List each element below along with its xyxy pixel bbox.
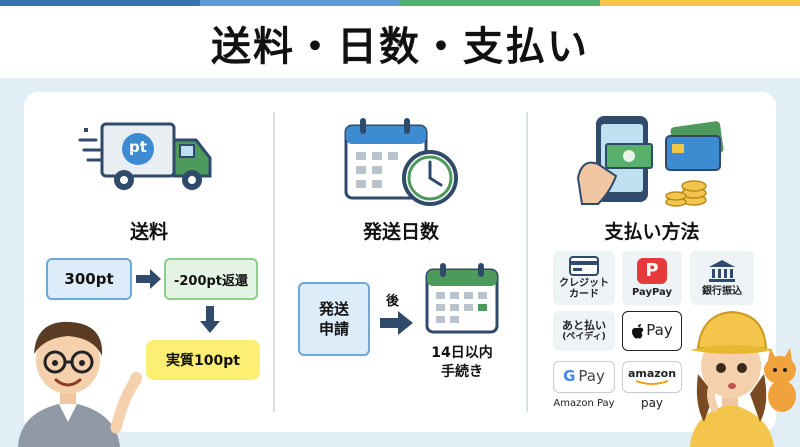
amazon-pay-sub-label: pay <box>640 396 664 410</box>
payment-google-pay[interactable]: G Pay <box>553 361 615 393</box>
payment-heading: 支払い方法 <box>604 221 700 243</box>
shipping-fee-box: 300pt <box>46 258 132 300</box>
request-line2: 申請 <box>318 320 349 338</box>
smartphone-payment-icon <box>576 116 724 207</box>
actual-cost-box: 実質100pt <box>146 340 260 380</box>
bank-icon <box>709 259 735 282</box>
paypay-logo-icon: P <box>637 257 667 284</box>
truck-logo-label: pt <box>129 138 147 156</box>
payment-bank-transfer[interactable]: 銀行振込 <box>690 251 754 305</box>
after-label: 後 <box>386 294 400 309</box>
column-divider <box>526 112 528 412</box>
top-color-stripe <box>0 0 800 6</box>
atobarai-label-2: (ペイディ) <box>562 332 606 343</box>
credit-card-label-2: カード <box>569 289 599 300</box>
boy-with-glasses-illustration <box>18 321 142 447</box>
payment-amazon-pay[interactable]: amazon <box>622 361 682 393</box>
shipping-heading: 送料 <box>129 221 168 243</box>
bank-transfer-label: 銀行振込 <box>702 285 742 297</box>
apple-pay-label: Pay <box>646 321 673 340</box>
payment-paypay[interactable]: P PayPay <box>622 251 682 305</box>
google-pay-label: Pay <box>578 367 605 386</box>
credit-card-icon <box>569 255 599 276</box>
result-line2: 手続き <box>441 363 483 380</box>
result-line1: 14日以内 <box>431 345 493 361</box>
days-heading: 発送日数 <box>362 221 439 243</box>
girl-with-cat-illustration <box>690 310 796 447</box>
calendar-clock-icon <box>344 118 458 206</box>
apple-logo-icon <box>632 324 644 339</box>
google-g-icon: G <box>563 367 576 386</box>
refund-box: -200pt返還 <box>164 258 258 300</box>
request-line1: 発送 <box>318 299 349 318</box>
right-arrow-icon <box>380 311 413 335</box>
amazon-pay-caption: Amazon Pay <box>553 398 615 409</box>
credit-card-label-1: クレジット <box>559 277 609 289</box>
paypay-label: PayPay <box>631 286 673 298</box>
amazon-logo: amazon <box>627 366 677 380</box>
delivery-truck-icon <box>78 122 212 190</box>
atobarai-label-1: あと払い <box>562 318 606 332</box>
column-divider <box>273 112 275 412</box>
payment-atobarai[interactable]: あと払い (ペイディ) <box>553 311 615 351</box>
payment-apple-pay[interactable]: Pay <box>622 311 682 351</box>
page-title: 送料・日数・支払い <box>211 24 589 70</box>
calendar-icon <box>425 263 499 334</box>
request-box: 発送 申請 <box>298 282 370 356</box>
right-arrow-icon <box>136 269 161 289</box>
amazon-smile-icon <box>635 380 669 386</box>
down-arrow-icon <box>200 306 220 333</box>
payment-credit-card[interactable]: クレジット カード <box>553 251 615 305</box>
result-text: 14日以内 手続き <box>416 344 508 382</box>
